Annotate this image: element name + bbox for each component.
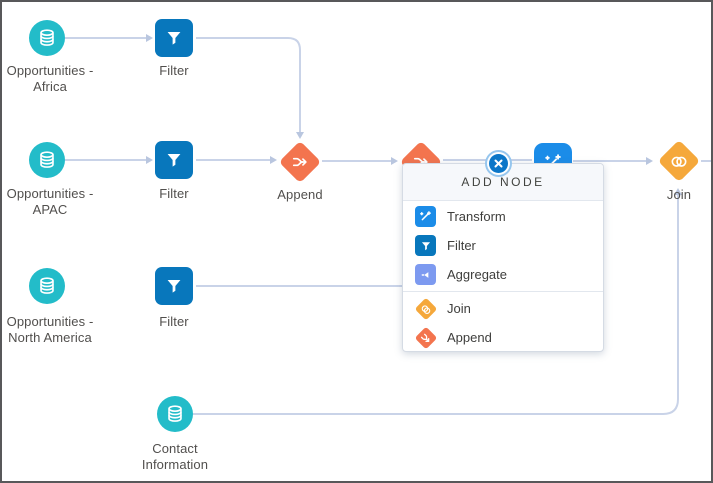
join-icon [414,297,437,320]
node-filter-africa[interactable] [155,19,193,57]
node-label: Join [666,187,692,202]
menu-item-label: Append [447,330,492,345]
node-label: Opportunities - APAC [6,186,94,217]
dataset-icon [168,405,182,422]
menu-divider [403,291,603,292]
menu-item-aggregate[interactable]: Aggregate [403,260,603,289]
transform-icon [415,206,436,227]
node-filter-apac[interactable] [155,141,193,179]
dataset-icon [40,277,54,294]
menu-item-label: Transform [447,209,506,224]
menu-item-label: Aggregate [447,267,507,282]
append-icon [414,326,437,349]
filter-icon [167,280,181,293]
menu-item-join[interactable]: Join [403,294,603,323]
append-icon [292,157,307,167]
join-icon [671,155,687,167]
close-button[interactable] [489,154,508,173]
menu-item-append[interactable]: Append [403,323,603,352]
node-label: Opportunities - Africa [6,63,94,94]
node-append[interactable] [278,140,322,184]
aggregate-icon [415,264,436,285]
filter-icon [167,154,181,167]
node-label: Append [277,187,323,202]
node-label: Contact Information [141,441,209,472]
node-label: Filter [159,314,189,329]
dataset-icon [40,151,54,168]
popup-menu: Transform Filter Aggregate [403,201,603,352]
close-icon [494,159,503,168]
node-filter-north-america[interactable] [155,267,193,305]
node-contact-information[interactable] [157,396,193,432]
menu-item-filter[interactable]: Filter [403,231,603,260]
menu-item-transform[interactable]: Transform [403,202,603,231]
node-label: Opportunities - North America [6,314,94,345]
dataset-icon [40,29,54,46]
menu-item-label: Join [447,301,471,316]
node-label: Filter [159,63,189,78]
node-opportunities-apac[interactable] [29,142,65,178]
node-join[interactable] [657,139,701,183]
menu-item-label: Filter [447,238,476,253]
node-opportunities-north-america[interactable] [29,268,65,304]
node-label: Filter [159,186,189,201]
add-node-popup: ADD NODE Transform [402,163,604,352]
node-opportunities-africa[interactable] [29,20,65,56]
filter-icon [167,32,181,45]
filter-icon [415,235,436,256]
